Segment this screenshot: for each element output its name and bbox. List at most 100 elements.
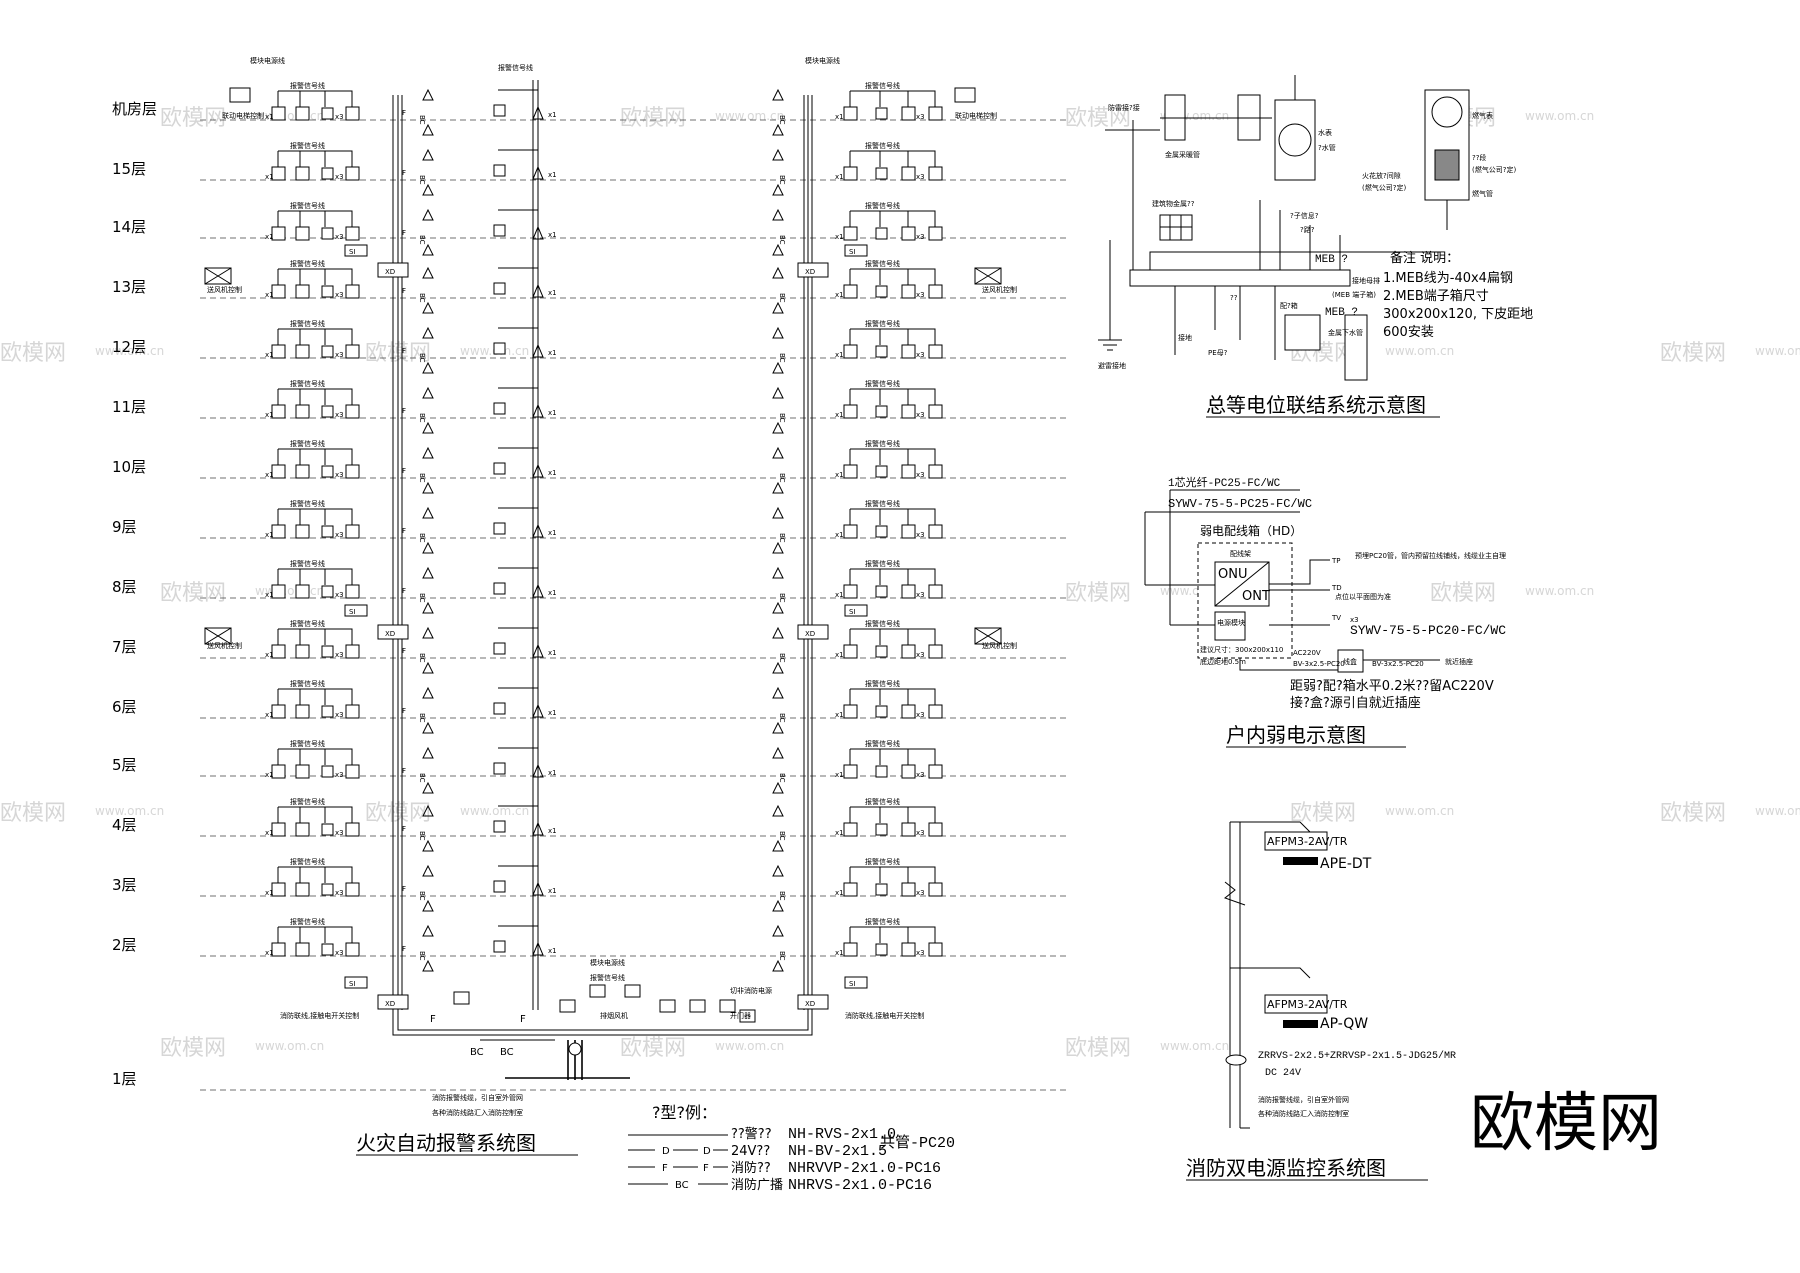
bus-f-label-2: F [520, 1014, 526, 1025]
horn-symbol [422, 481, 434, 494]
detector-symbol [295, 404, 310, 419]
module-symbol [321, 525, 334, 538]
alarm-signal-line: 报警信号线 [290, 559, 325, 568]
detector-symbol [345, 942, 360, 957]
si-box [844, 976, 868, 989]
count-x3: x3 [916, 411, 925, 419]
detector-symbol [843, 464, 858, 479]
module-symbol [321, 405, 334, 418]
branch-left [277, 926, 353, 943]
meb-lightning-ground: 避雷接地 [1098, 361, 1126, 370]
branch-left [277, 90, 353, 107]
branch-mid [498, 149, 539, 165]
branch-left [277, 388, 353, 405]
detector-symbol [843, 704, 858, 719]
detector-symbol [295, 882, 310, 897]
module-symbol [875, 765, 888, 778]
count-x3: x3 [916, 471, 925, 479]
alarm-signal-line: 报警信号线 [865, 797, 900, 806]
horn-symbol [772, 266, 784, 279]
watermark-logo: 欧模网 [620, 1036, 686, 1061]
meb-gas-co: (燃气公司?定) [1472, 165, 1516, 174]
count-x3: x3 [916, 651, 925, 659]
floor-label: 12层 [112, 338, 146, 356]
meb-note-1: 1.MEB线为-40x4扁钢 [1383, 271, 1513, 286]
horn-symbol [772, 446, 784, 459]
count-x1: x1 [835, 233, 844, 241]
riser-bc: BC [418, 353, 426, 363]
alarm-signal-line: 报警信号线 [290, 379, 325, 388]
meb-metal-pipe: 金属采暖管 [1165, 150, 1200, 159]
horn-symbol [772, 541, 784, 554]
meb-phone: ?路? [1300, 225, 1315, 234]
riser-f: F [402, 707, 406, 715]
detector-symbol [271, 764, 286, 779]
dual-cable: ZRRVS-2x2.5+ZRRVSP-2x1.5-JDG25/MR [1258, 1050, 1456, 1062]
legend-desc-2: 24V?? [731, 1144, 770, 1159]
horn-symbol [772, 959, 784, 972]
meb-p1: ?? [1230, 294, 1238, 302]
alarm-signal-line: 报警信号线 [290, 439, 325, 448]
module-symbol [321, 883, 334, 896]
pressurize-label-7-right: 送风机控制 [982, 641, 1017, 650]
detector-symbol [345, 404, 360, 419]
weak-labels: 1芯光纤-PC25-FC/WC SYWV-75-5-PC25-FC/WC 弱电配… [1168, 475, 1506, 748]
detector-symbol [271, 704, 286, 719]
riser-bc: BC [778, 175, 786, 185]
detector-symbol [295, 226, 310, 241]
meb-water-pipe: ?水管 [1318, 143, 1336, 152]
branch-right [849, 328, 936, 345]
branch-left [277, 748, 353, 765]
detector-symbol [843, 764, 858, 779]
horn-symbol [422, 446, 434, 459]
si-box [344, 244, 368, 257]
watermark-logo: 欧模网 [160, 581, 226, 606]
detector-symbol [295, 344, 310, 359]
branch-right [849, 388, 936, 405]
riser-bc: BC [778, 653, 786, 663]
horn-symbol [772, 506, 784, 519]
watermark-logo: 欧模网 [1290, 801, 1356, 826]
horn-symbol [772, 123, 784, 136]
riser-bc: BC [778, 891, 786, 901]
module-symbol [321, 167, 334, 180]
horn-symbol [772, 864, 784, 877]
detector-symbol [271, 404, 286, 419]
horn-symbol [422, 421, 434, 434]
module-symbol [321, 227, 334, 240]
module-symbol [875, 705, 888, 718]
alarm-signal-line: 报警信号线 [865, 439, 900, 448]
alarm-signal-line: 报警信号线 [290, 201, 325, 210]
detector-symbol [901, 704, 916, 719]
branch-mid [498, 267, 539, 283]
meb-gas-section: ??段 [1472, 153, 1486, 162]
module-symbol [875, 645, 888, 658]
floor-label: 14层 [112, 218, 146, 236]
branch-mid [498, 925, 539, 941]
weak-cable-2: SYWV-75-5-PC25-FC/WC [1168, 497, 1312, 511]
branch-mid [498, 447, 539, 463]
alarm-signal-line: 报警信号线 [290, 739, 325, 748]
horn-symbol [772, 899, 784, 912]
riser-bc: BC [418, 713, 426, 723]
horn-symbol [422, 804, 434, 817]
dual-dev-1: AFPM3-2AV/TR [1267, 835, 1348, 848]
detector-symbol [271, 344, 286, 359]
horn-symbol [422, 924, 434, 937]
dual-power-diagram [1223, 821, 1328, 1129]
watermark-url: www.om.cn [255, 1039, 324, 1053]
detector-symbol [345, 464, 360, 479]
detector-symbol [843, 644, 858, 659]
horn-symbol [772, 326, 784, 339]
detector-symbol [843, 822, 858, 837]
horn-symbol [422, 243, 434, 256]
branch-right [849, 508, 936, 525]
xd-box [377, 262, 409, 278]
weak-title: 户内弱电示意图 [1226, 723, 1366, 747]
module-symbol [493, 282, 506, 295]
detector-symbol [843, 584, 858, 599]
horn-symbol [422, 601, 434, 614]
count-x3: x3 [916, 291, 925, 299]
horn-symbol [772, 804, 784, 817]
detector-symbol [271, 882, 286, 897]
